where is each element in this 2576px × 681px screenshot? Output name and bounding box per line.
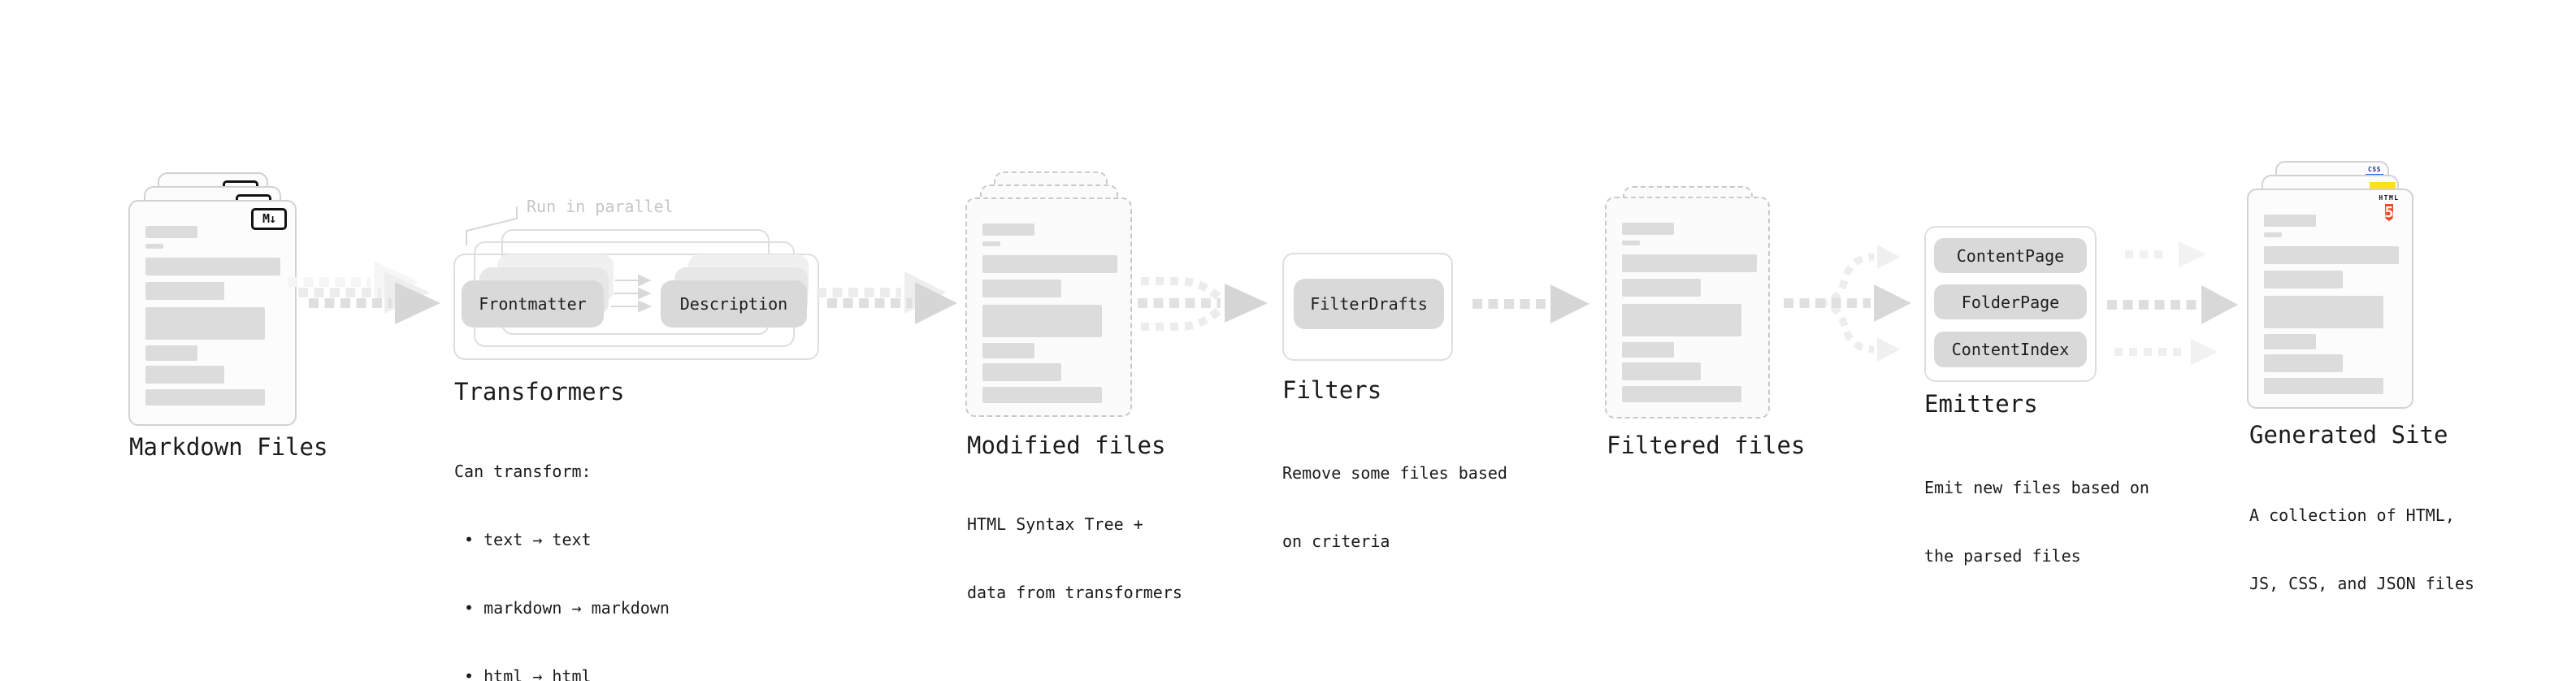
skeleton-text-lines — [1622, 223, 1757, 402]
desc-line: JS, CSS, and JSON files — [2249, 574, 2474, 593]
generated-site-description: A collection of HTML, JS, CSS, and JSON … — [2249, 458, 2474, 640]
arrow-modified-to-filters-merge — [1138, 277, 1268, 331]
modified-file-card-front — [965, 197, 1132, 417]
arrow-emitters-to-generated — [2107, 241, 2238, 365]
desc-line: A collection of HTML, — [2249, 505, 2455, 525]
arrow-filtered-to-emitters-split — [1784, 245, 1911, 362]
markdown-icon: M↓ — [251, 208, 287, 230]
contentindex-pill: ContentIndex — [1934, 332, 2087, 367]
stage-title-emitters: Emitters — [1924, 390, 2038, 418]
desc-line: • html → html — [454, 666, 592, 681]
generated-file-card-front: HTML 5 — [2247, 189, 2413, 409]
desc-line: • markdown → markdown — [454, 598, 670, 618]
skeleton-text-lines — [145, 226, 280, 406]
transformers-description: Can transform: • text → text • markdown … — [454, 414, 670, 681]
arrow-filters-to-filtered — [1472, 284, 1589, 323]
emitters-description: Emit new files based on the parsed files — [1924, 431, 2149, 613]
desc-line: on criteria — [1282, 531, 1390, 551]
contentpage-pill: ContentPage — [1934, 238, 2087, 273]
stage-title-modified-files: Modified files — [967, 432, 1166, 459]
desc-line: data from transformers — [967, 583, 1182, 602]
description-pill: Description — [661, 280, 807, 327]
modified-files-description: HTML Syntax Tree + data from transformer… — [967, 467, 1182, 649]
filtered-file-card-front — [1605, 197, 1770, 419]
desc-line: Emit new files based on — [1924, 478, 2149, 497]
frontmatter-pill: Frontmatter — [462, 280, 604, 327]
filters-description: Remove some files based on criteria — [1282, 416, 1507, 598]
desc-line: the parsed files — [1924, 546, 2081, 566]
desc-line: Remove some files based — [1282, 463, 1507, 483]
folderpage-pill: FolderPage — [1934, 284, 2087, 319]
stage-title-markdown-files: Markdown Files — [129, 433, 328, 461]
desc-line: HTML Syntax Tree + — [967, 514, 1143, 534]
stage-title-generated-site: Generated Site — [2249, 421, 2448, 449]
html5-icon: HTML 5 — [2379, 194, 2400, 221]
stage-title-filtered-files: Filtered files — [1607, 432, 1806, 459]
arrow-markdown-to-transformers — [288, 261, 440, 324]
desc-line: • text → text — [454, 530, 592, 549]
desc-line: Can transform: — [454, 462, 592, 481]
stage-title-filters: Filters — [1282, 376, 1382, 404]
arrow-transformers-to-modified — [817, 271, 957, 324]
skeleton-text-lines — [2264, 215, 2399, 394]
filterdrafts-pill: FilterDrafts — [1294, 279, 1444, 329]
markdown-file-card-front: M↓ — [128, 200, 297, 426]
run-in-parallel-label: Run in parallel — [527, 197, 674, 216]
skeleton-text-lines — [982, 223, 1117, 403]
stage-title-transformers: Transformers — [454, 378, 625, 406]
transformer-box-front — [453, 254, 819, 360]
